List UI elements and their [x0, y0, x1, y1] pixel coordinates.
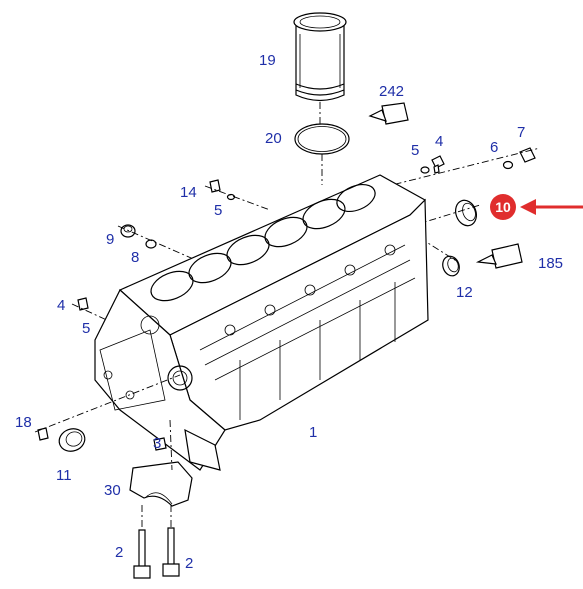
callout-12: 12 [456, 284, 473, 301]
plug-7-part[interactable] [519, 147, 536, 163]
callout-5-lower: 5 [82, 320, 90, 337]
plug-9-part[interactable] [120, 224, 136, 238]
callout-14: 14 [180, 184, 197, 201]
liner-seal-ring-part[interactable] [294, 123, 350, 155]
callout-30: 30 [104, 482, 121, 499]
callout-19: 19 [259, 52, 276, 69]
cap-bolt-left-part[interactable] [133, 529, 151, 579]
cap-bolt-right-part[interactable] [162, 527, 180, 577]
sealant-tube-185-part[interactable] [475, 243, 523, 269]
highlight-callout-10[interactable]: 10 [490, 194, 583, 220]
dowel-pin-3-part[interactable] [153, 437, 167, 451]
callout-4-left: 4 [57, 297, 65, 314]
plug-4-left-part[interactable] [77, 297, 89, 311]
seal-ring-10-part[interactable] [452, 197, 480, 228]
plug-14-part[interactable] [209, 179, 221, 193]
callout-242: 242 [379, 83, 404, 100]
callout-9: 9 [106, 231, 114, 248]
callout-185: 185 [538, 255, 563, 272]
washer-8-part[interactable] [145, 239, 157, 249]
red-arrow-icon [520, 199, 583, 215]
front-seal-11-part[interactable] [56, 425, 88, 455]
callout-1: 1 [309, 424, 317, 441]
sealant-tube-242-part[interactable] [368, 102, 409, 125]
callout-5-left: 5 [214, 202, 222, 219]
highlight-badge [490, 194, 516, 220]
callout-18: 18 [15, 414, 32, 431]
callout-6: 6 [490, 139, 498, 156]
callout-8: 8 [131, 249, 139, 266]
washer-5-left-part[interactable] [226, 193, 236, 201]
callout-10: 10 [495, 199, 511, 215]
seal-ring-12-part[interactable] [440, 254, 462, 278]
callout-2-left: 2 [115, 544, 123, 561]
main-bearing-cap-part[interactable] [129, 461, 193, 507]
washer-5-top-part[interactable] [420, 166, 430, 174]
callout-3: 3 [153, 435, 161, 452]
callout-20: 20 [265, 130, 282, 147]
callout-2-right: 2 [185, 555, 193, 572]
washer-6-part[interactable] [502, 160, 514, 170]
plug-18-part[interactable] [37, 427, 49, 441]
engine-block-part[interactable] [94, 174, 429, 471]
callout-4-top: 4 [435, 133, 443, 150]
callout-7: 7 [517, 124, 525, 141]
plug-fitting-4-part[interactable] [431, 155, 445, 174]
callout-5-top: 5 [411, 142, 419, 159]
callout-11: 11 [56, 467, 72, 484]
cylinder-liner-part[interactable] [293, 12, 347, 102]
